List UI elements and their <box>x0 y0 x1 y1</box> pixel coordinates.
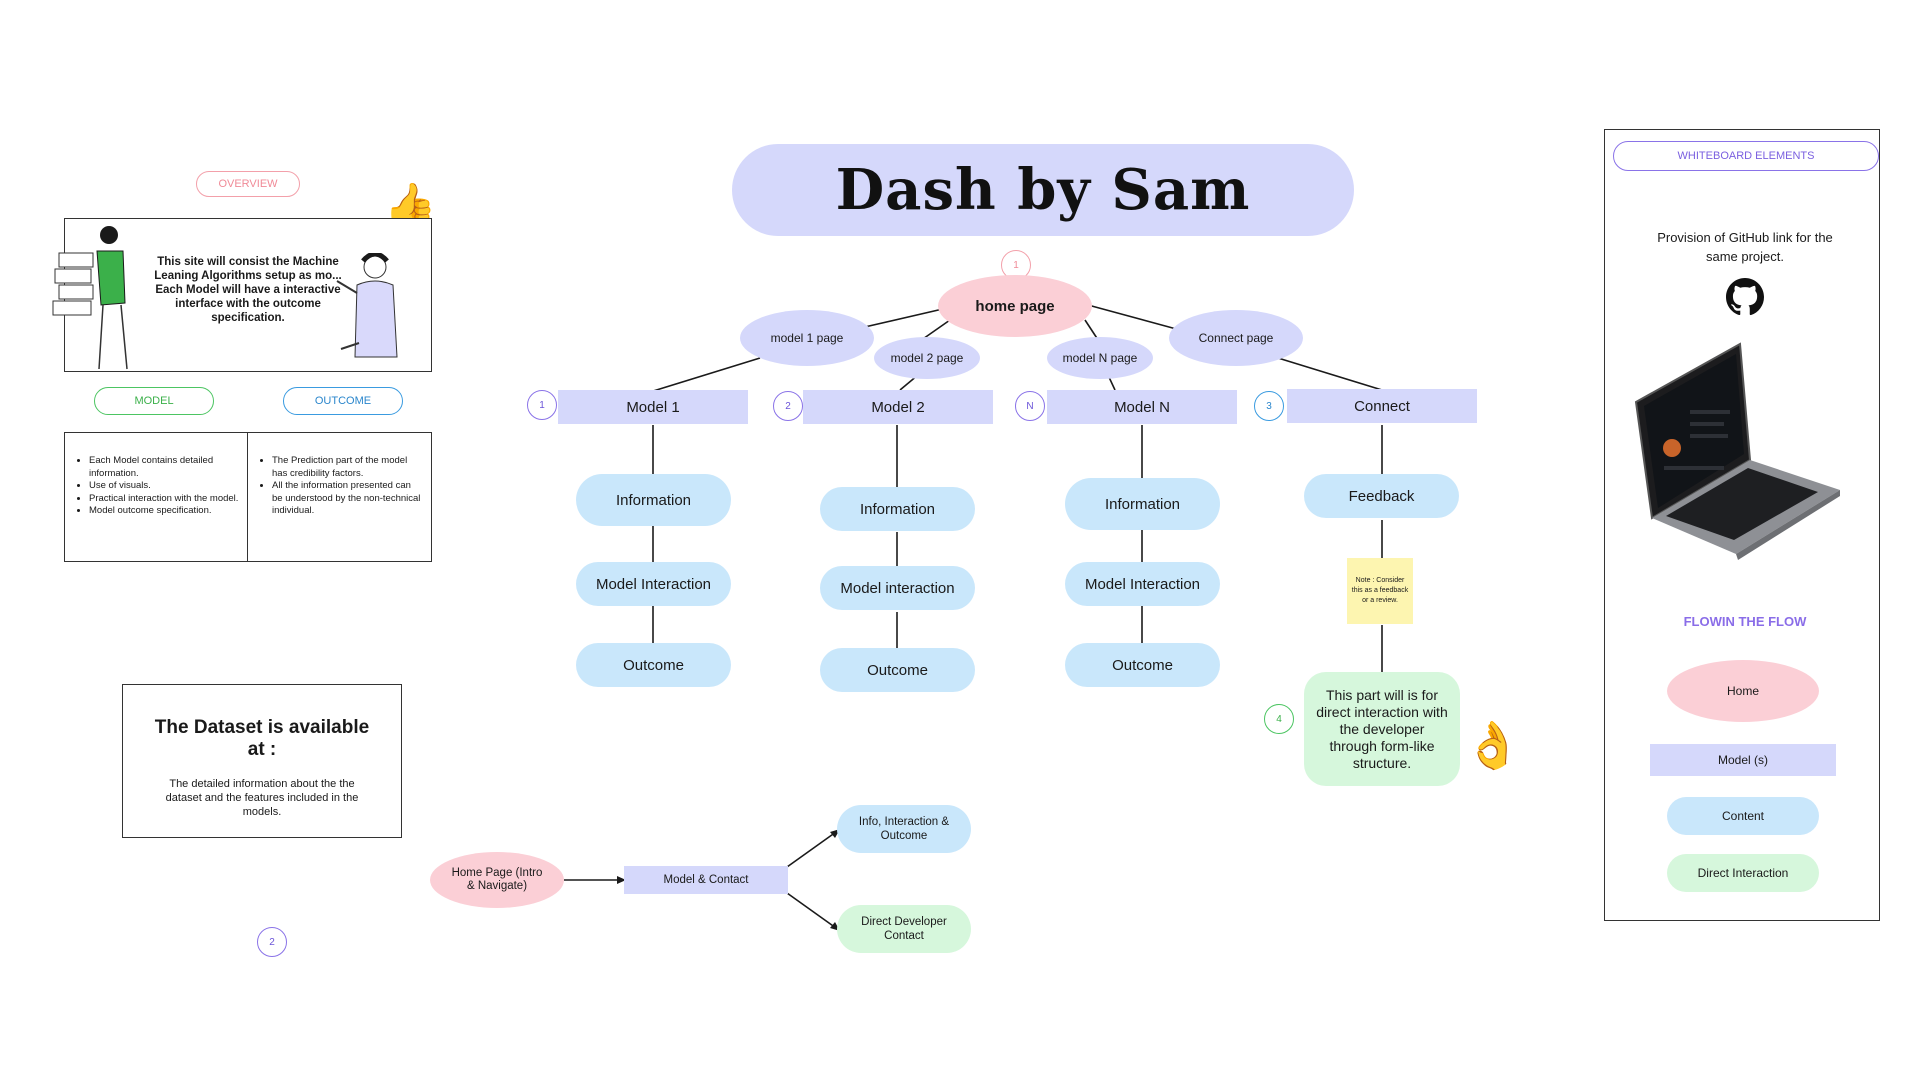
connect-page-node: Connect page <box>1169 310 1303 366</box>
list-item: Each Model contains detailed information… <box>89 455 239 480</box>
model-n-interaction: Model Interaction <box>1065 562 1220 606</box>
legend-model: Model (s) <box>1650 744 1836 776</box>
model-1-information: Information <box>576 474 731 526</box>
person-presenting-illustration <box>336 253 398 358</box>
legend-home: Home <box>1667 660 1819 722</box>
model-2-outcome: Outcome <box>820 648 975 692</box>
overview-text: This site will consist the Machine Leani… <box>154 256 342 324</box>
model-1-header: Model 1 <box>558 390 748 424</box>
feedback-sticky-note: Note : Consider this as a feedback or a … <box>1347 558 1413 624</box>
direct-interaction-node: This part will is for direct interaction… <box>1304 672 1460 786</box>
step-badge-model-1: 1 <box>527 390 557 420</box>
title-banner: Dash by Sam <box>732 144 1354 236</box>
ok-hand-icon: 👌 <box>1464 719 1522 771</box>
list-item: Model outcome specification. <box>89 505 239 518</box>
list-item: Practical interaction with the model. <box>89 493 239 506</box>
laptop-icon <box>1624 340 1864 565</box>
step-badge-model-n: N <box>1015 391 1045 421</box>
model-1-interaction: Model Interaction <box>576 562 731 606</box>
legend-header: WHITEBOARD ELEMENTS <box>1613 141 1879 171</box>
model-2-interaction: Model interaction <box>820 566 975 610</box>
list-item: The Prediction part of the model has cre… <box>272 455 423 480</box>
model-n-outcome: Outcome <box>1065 643 1220 687</box>
dataset-card: The Dataset is available at : The detail… <box>122 684 402 838</box>
person-carrying-boxes-illustration <box>52 226 128 370</box>
flow-info-node: Info, Interaction & Outcome <box>837 805 971 853</box>
page-title: Dash by Sam <box>835 157 1251 223</box>
connect-header: Connect <box>1287 389 1477 423</box>
model-tag: MODEL <box>94 387 214 415</box>
dataset-text: The detailed information about the the d… <box>165 778 359 818</box>
model-n-information: Information <box>1065 478 1220 530</box>
feedback-node: Feedback <box>1304 474 1459 518</box>
dataset-heading: The Dataset is available at : <box>154 717 370 760</box>
legend-content: Content <box>1667 797 1819 835</box>
step-badge-model-2: 2 <box>773 391 803 421</box>
list-item: All the information presented can be und… <box>272 480 423 518</box>
step-badge-connect: 3 <box>1254 391 1284 421</box>
overview-tag: OVERVIEW <box>196 171 300 197</box>
model-n-header: Model N <box>1047 390 1237 424</box>
model-outcome-table: Each Model contains detailed information… <box>64 432 432 562</box>
model-n-page-node: model N page <box>1047 337 1153 379</box>
outcome-points-list: The Prediction part of the model has cre… <box>248 433 431 561</box>
flow-title: FLOWIN THE FLOW <box>1683 614 1807 629</box>
model-2-information: Information <box>820 487 975 531</box>
model-2-page-node: model 2 page <box>874 337 980 379</box>
flow-contact-node: Direct Developer Contact <box>837 905 971 953</box>
model-1-page-node: model 1 page <box>740 310 874 366</box>
legend-direct-interaction: Direct Interaction <box>1667 854 1819 892</box>
overview-card: This site will consist the Machine Leani… <box>52 218 432 372</box>
model-2-header: Model 2 <box>803 390 993 424</box>
home-page-node: home page <box>938 275 1092 337</box>
model-points-list: Each Model contains detailed information… <box>65 433 248 561</box>
list-item: Use of visuals. <box>89 480 239 493</box>
step-badge-direct: 4 <box>1264 704 1294 734</box>
step-badge-2: 2 <box>257 927 287 957</box>
github-description: Provision of GitHub link for the same pr… <box>1657 230 1833 264</box>
github-icon <box>1726 278 1764 321</box>
outcome-tag: OUTCOME <box>283 387 403 415</box>
model-1-outcome: Outcome <box>576 643 731 687</box>
flow-model-contact-node: Model & Contact <box>624 866 788 894</box>
flow-home-node: Home Page (Intro & Navigate) <box>430 852 564 908</box>
